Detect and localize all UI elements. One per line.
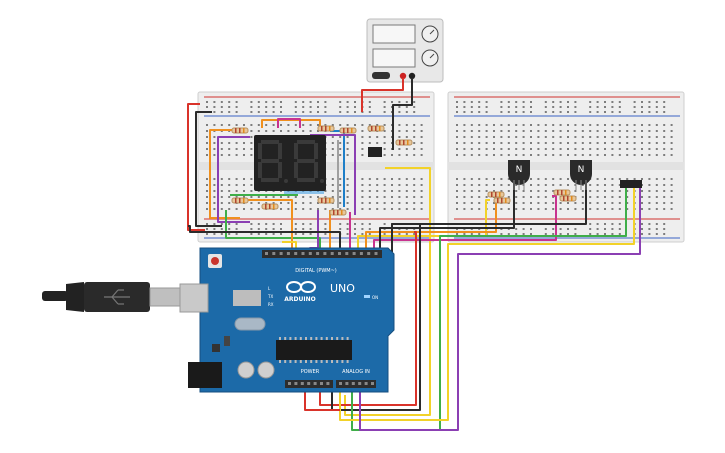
breadboard-right[interactable] [447, 91, 685, 243]
display-dot [284, 179, 288, 183]
resistors[interactable] [231, 125, 577, 216]
header-pin[interactable] [371, 382, 374, 385]
header-pin[interactable] [339, 382, 342, 385]
header-pin[interactable] [345, 382, 349, 385]
header-pin[interactable] [320, 382, 323, 385]
display-segment [278, 143, 282, 159]
header-pin[interactable] [330, 252, 334, 255]
display-segment [314, 143, 318, 159]
power-jack-icon [188, 362, 222, 388]
header-pin[interactable] [358, 382, 362, 385]
header-pin[interactable] [323, 252, 327, 255]
model-label: UNO [330, 282, 355, 295]
transistor-1[interactable]: N [508, 160, 530, 190]
display-segment [258, 162, 262, 178]
header-pin[interactable] [326, 382, 330, 385]
wire-orange [365, 196, 497, 252]
wire-red [304, 392, 340, 411]
header-pin[interactable] [374, 252, 378, 255]
header-pin[interactable] [351, 382, 355, 385]
display-segment [278, 162, 282, 178]
header-pin[interactable] [316, 252, 320, 255]
header-pin[interactable] [367, 252, 371, 255]
on-label: ON [372, 295, 378, 300]
wire-purple [359, 186, 641, 431]
display-segment [294, 143, 298, 159]
header-pin[interactable] [272, 252, 276, 255]
display-segment [297, 178, 315, 182]
header-pin[interactable] [265, 252, 268, 255]
header-pin[interactable] [352, 252, 356, 255]
wire-green [225, 210, 321, 252]
transistor-label: N [578, 165, 585, 175]
header-pin[interactable] [288, 382, 291, 385]
display-dot [320, 179, 324, 183]
display-segment [314, 162, 318, 178]
wire-black [392, 78, 413, 150]
display-segment [261, 159, 279, 163]
display-segment [258, 143, 262, 159]
atmega-chip [276, 340, 352, 360]
header-pin[interactable] [294, 252, 298, 255]
tx-label: TX [267, 294, 273, 299]
arduino-uno-board[interactable]: DIGITAL (PWM~) ARDUINO UNO TX RX L ON [179, 247, 395, 393]
wire-purple [310, 134, 356, 215]
header-pin[interactable] [308, 252, 312, 255]
power-label: POWER [301, 369, 320, 375]
wire-green [351, 186, 627, 431]
wire-black [379, 175, 515, 252]
wire-black [391, 180, 587, 252]
display-segment [261, 140, 279, 144]
slide-switch[interactable] [368, 147, 382, 157]
header-pin[interactable] [307, 382, 311, 385]
display-segment [297, 159, 315, 163]
wire-black [188, 225, 341, 252]
analog-label: ANALOG IN [342, 369, 370, 375]
header-pin[interactable] [286, 252, 290, 255]
brand-label: ARDUINO [284, 296, 315, 303]
usb-cable-icon [42, 282, 181, 312]
wire-magenta [277, 118, 301, 128]
wire-purple [217, 136, 250, 223]
wire-yellow [344, 167, 431, 416]
display-segment [261, 178, 279, 182]
arduino-logo-icon [286, 281, 316, 293]
header-pin[interactable] [301, 252, 305, 255]
transistor-2[interactable]: N [570, 160, 592, 190]
wires[interactable] [187, 78, 641, 431]
header-pin[interactable] [364, 382, 368, 385]
display-segment [294, 162, 298, 178]
slide-switch-right[interactable] [620, 180, 642, 188]
header-pin[interactable] [338, 252, 341, 255]
wire-black [195, 111, 222, 227]
header-pin[interactable] [359, 252, 363, 255]
header-pin[interactable] [313, 382, 317, 385]
header-pin[interactable] [294, 382, 298, 385]
digital-label: DIGITAL (PWM~) [295, 268, 337, 274]
header-pin[interactable] [345, 252, 349, 255]
rx-label: RX [268, 302, 274, 307]
wire-red [187, 103, 205, 231]
wire-red [361, 78, 404, 112]
header-pin[interactable] [279, 252, 283, 255]
power-supply-icon[interactable] [366, 18, 444, 83]
display-segment [297, 140, 315, 144]
wire-yellow [339, 186, 635, 421]
l-label: L [268, 286, 271, 291]
seven-segment-display[interactable]: 8. 8. [0, 0, 326, 194]
wire-magenta [373, 195, 557, 252]
wire-red [319, 231, 417, 406]
header-pin[interactable] [300, 382, 304, 385]
wire-black [331, 225, 421, 411]
transistor-label: N [516, 165, 523, 175]
wire-orange [248, 199, 293, 252]
